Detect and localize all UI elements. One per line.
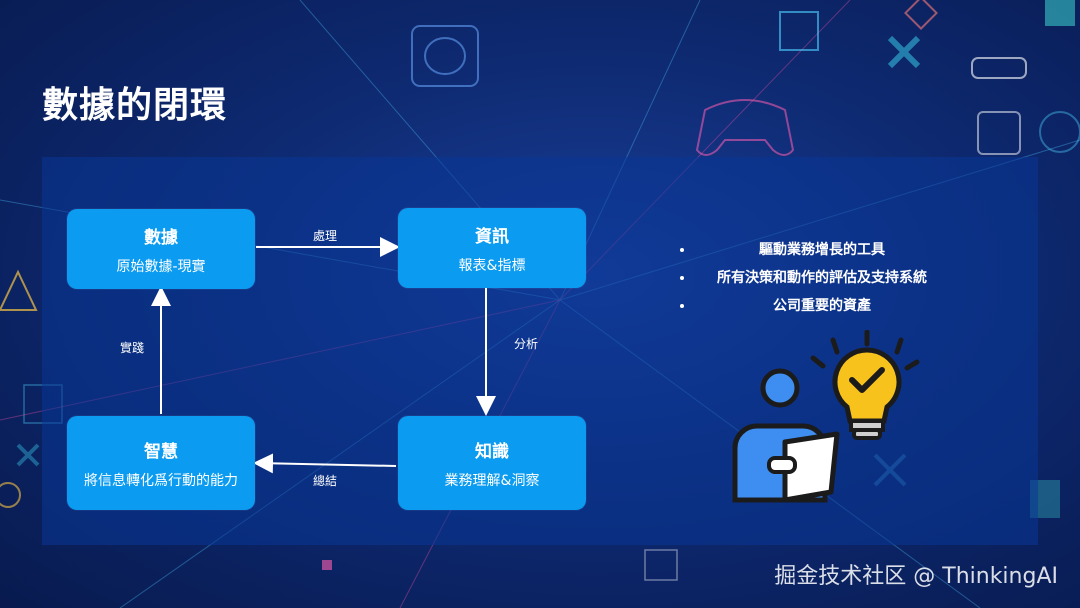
edge-label-analyze: 分析 [514,337,539,351]
page-title: 數據的閉環 [42,85,228,126]
watermark: 掘金技术社区 @ ThinkingAI [774,564,1058,589]
node-wisdom-subtitle: 將信息轉化爲行動的能力 [84,472,238,489]
bullet-item: 驅動業務增長的工具 [672,240,972,268]
lightbulb-check-icon [810,330,920,440]
edge-label-summarize: 總結 [313,474,338,488]
node-data-subtitle: 原始數據-現實 [116,258,206,275]
node-info: 資訊 報表&指標 [398,208,586,288]
node-knowledge-subtitle: 業務理解&洞察 [444,472,540,489]
illustration [732,330,920,503]
node-knowledge-title: 知識 [475,441,509,462]
bullet-item: 公司重要的資產 [672,296,972,324]
bullet-item: 所有決策和動作的評估及支持系統 [672,268,972,296]
node-info-subtitle: 報表&指標 [458,257,526,274]
node-info-title: 資訊 [475,226,509,247]
node-knowledge: 知識 業務理解&洞察 [398,416,586,510]
edge-label-process: 處理 [313,229,338,243]
person-reading-icon [732,368,840,503]
node-wisdom: 智慧 將信息轉化爲行動的能力 [67,416,255,510]
node-data-title: 數據 [144,227,178,248]
edge-label-practice: 實踐 [120,341,145,355]
bullet-list: 驅動業務增長的工具 所有決策和動作的評估及支持系統 公司重要的資產 [672,240,972,324]
node-wisdom-title: 智慧 [144,441,178,462]
node-data: 數據 原始數據-現實 [67,209,255,289]
